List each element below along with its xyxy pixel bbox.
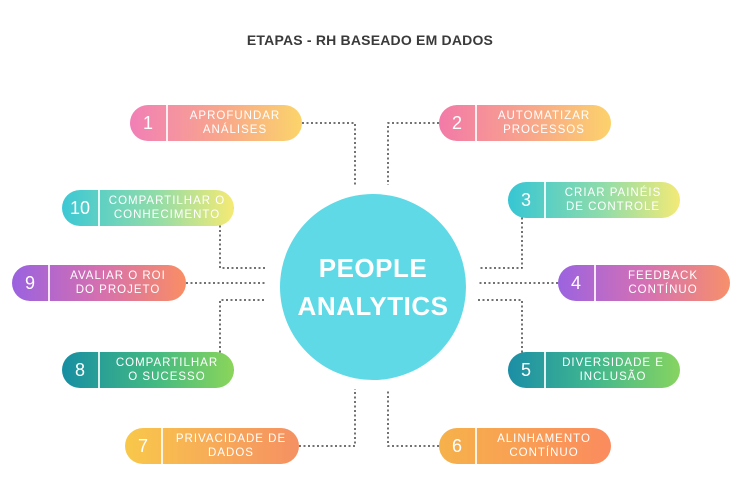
step-label: ALINHAMENTO CONTÍNUO xyxy=(477,428,611,464)
step-label: CRIAR PAINÉIS DE CONTROLE xyxy=(546,182,680,218)
step-number: 3 xyxy=(508,182,546,218)
step-label-line-1: FEEDBACK xyxy=(628,270,698,282)
step-4: 4 FEEDBACK CONTÍNUO xyxy=(558,265,730,301)
people-analytics-hub: PEOPLE ANALYTICS xyxy=(280,194,466,380)
step-label-line-2: O SUCESSO xyxy=(128,371,206,383)
step-8: 8 COMPARTILHAR O SUCESSO xyxy=(62,352,234,388)
step-label: COMPARTILHAR O SUCESSO xyxy=(100,352,234,388)
hub-line-2: ANALYTICS xyxy=(297,291,449,321)
step-label: PRIVACIDADE DE DADOS xyxy=(163,428,299,464)
step-number: 2 xyxy=(439,105,477,141)
step-number: 10 xyxy=(62,190,100,226)
step-label-line-1: CRIAR PAINÉIS xyxy=(564,187,662,199)
step-label-line-2: CONTÍNUO xyxy=(509,447,579,459)
step-label-line-2: DO PROJETO xyxy=(75,284,161,296)
connector-2 xyxy=(387,122,439,185)
connector-1 xyxy=(302,122,356,185)
step-label-line-2: CONTÍNUO xyxy=(628,284,698,296)
step-label-line-2: ANÁLISES xyxy=(202,124,268,136)
step-label-line-1: AUTOMATIZAR xyxy=(497,110,591,122)
step-7: 7 PRIVACIDADE DE DADOS xyxy=(125,428,299,464)
step-label-line-1: PRIVACIDADE DE xyxy=(175,433,287,445)
step-label: APROFUNDAR ANÁLISES xyxy=(168,105,302,141)
connector-6 xyxy=(387,389,439,447)
step-10: 10 COMPARTILHAR O CONHECIMENTO xyxy=(62,190,234,226)
step-2: 2 AUTOMATIZAR PROCESSOS xyxy=(439,105,611,141)
step-number: 4 xyxy=(558,265,596,301)
step-number: 6 xyxy=(439,428,477,464)
page-title: ETAPAS - RH BASEADO EM DADOS xyxy=(246,32,494,48)
step-label: AVALIAR O ROI DO PROJETO xyxy=(50,265,186,301)
step-label: FEEDBACK CONTÍNUO xyxy=(596,265,730,301)
step-number: 7 xyxy=(125,428,163,464)
step-1: 1 APROFUNDAR ANÁLISES xyxy=(130,105,302,141)
connector-3 xyxy=(478,199,523,269)
step-label: AUTOMATIZAR PROCESSOS xyxy=(477,105,611,141)
connector-7 xyxy=(299,389,356,447)
hub-line-1: PEOPLE xyxy=(318,253,428,283)
step-label-line-1: ALINHAMENTO xyxy=(497,433,591,445)
step-number: 8 xyxy=(62,352,100,388)
step-label-line-1: APROFUNDAR xyxy=(189,110,281,122)
step-number: 9 xyxy=(12,265,50,301)
step-label-line-2: DADOS xyxy=(208,447,254,459)
step-3: 3 CRIAR PAINÉIS DE CONTROLE xyxy=(508,182,680,218)
step-label-line-1: AVALIAR O ROI xyxy=(70,270,166,282)
step-label: COMPARTILHAR O CONHECIMENTO xyxy=(100,190,234,226)
step-number: 1 xyxy=(130,105,168,141)
step-label-line-2: PROCESSOS xyxy=(503,124,585,136)
step-label-line-1: COMPARTILHAR O xyxy=(108,195,226,207)
step-label: DIVERSIDADE E INCLUSÃO xyxy=(546,352,680,388)
step-6: 6 ALINHAMENTO CONTÍNUO xyxy=(439,428,611,464)
step-label-line-2: DE CONTROLE xyxy=(565,201,661,213)
step-number: 5 xyxy=(508,352,546,388)
step-5: 5 DIVERSIDADE E INCLUSÃO xyxy=(508,352,680,388)
step-label-line-1: COMPARTILHAR xyxy=(115,357,219,369)
step-9: 9 AVALIAR O ROI DO PROJETO xyxy=(12,265,186,301)
step-label-line-2: CONHECIMENTO xyxy=(113,209,221,221)
step-label-line-1: DIVERSIDADE E xyxy=(562,357,664,369)
step-label-line-2: INCLUSÃO xyxy=(579,371,647,383)
